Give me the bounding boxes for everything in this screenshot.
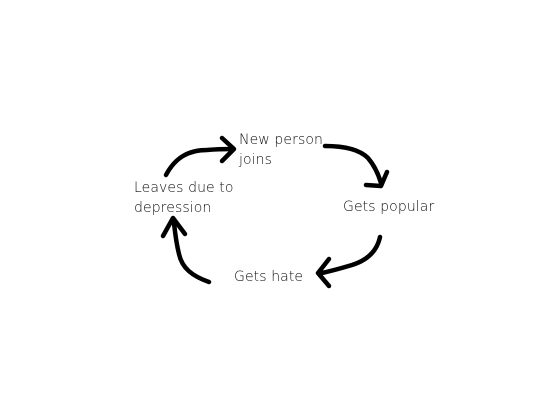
arrow-shaft — [322, 143, 384, 186]
arrow-head — [219, 135, 237, 164]
arrow-head — [160, 215, 188, 239]
node-label-line: New person — [239, 132, 323, 148]
node-label-line: depression — [134, 200, 212, 216]
node-leaves-due-to-depression: Leaves due to depression — [134, 178, 234, 218]
arrow-hate-to-leaves — [160, 215, 212, 285]
node-label-line: Gets popular — [343, 199, 435, 215]
arrow-head — [363, 169, 390, 189]
arrow-new-to-popular — [322, 143, 390, 189]
node-gets-hate: Gets hate — [234, 267, 303, 287]
arrow-head — [315, 256, 332, 289]
arrow-shaft — [163, 146, 236, 178]
node-new-person-joins: New person joins — [239, 130, 323, 170]
arrow-leaves-to-new — [163, 135, 237, 178]
node-label-line: Gets hate — [234, 269, 304, 285]
arrow-shaft — [171, 220, 212, 285]
node-label-line: Leaves due to — [134, 180, 234, 196]
arrow-shaft — [319, 234, 383, 276]
node-label-line: joins — [239, 152, 273, 168]
arrow-popular-to-hate — [315, 234, 383, 289]
node-gets-popular: Gets popular — [343, 197, 434, 217]
